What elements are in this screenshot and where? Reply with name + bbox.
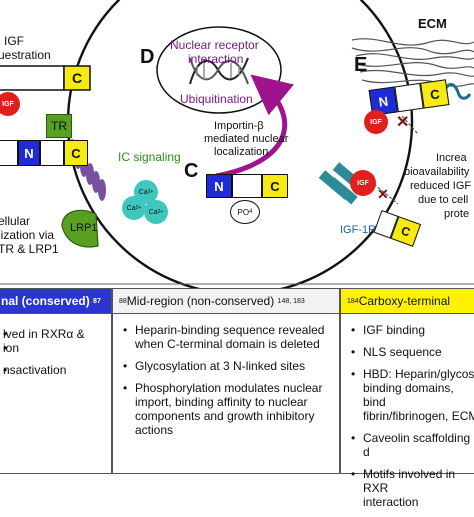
cellular-label-2: lization via <box>0 228 55 242</box>
cross-mark-ecm: ✕ <box>396 114 410 131</box>
panel-n-terminal: nal (conserved) 87 lved in RXRα & ion ns… <box>0 288 112 474</box>
panel-d-label: D <box>140 46 155 68</box>
increa-label-2: bioavailability <box>404 166 470 178</box>
n-letter: N <box>24 145 34 161</box>
ic-signaling-label: IC signaling <box>118 150 181 164</box>
panel-items-mid: Heparin-binding sequence revealed when C… <box>123 323 324 445</box>
panel-mid-region: 88 Mid-region (non-conserved) 148, 183 H… <box>112 288 340 474</box>
c-letter-ecm: C <box>429 85 441 103</box>
ubiquitination-label: Ubiquitination <box>180 92 253 106</box>
cross-mark-receptor: ✕ <box>377 186 389 202</box>
igfbp-sequestration <box>0 65 91 91</box>
c-letter-fragment: C <box>399 223 413 240</box>
panel-item-text: lved in RXRα & <box>3 327 85 341</box>
panel-header-n: nal (conserved) 87 <box>0 289 111 314</box>
ca-sup-2: 2+ <box>135 205 142 211</box>
c-letter-nuclear: C <box>270 178 280 194</box>
panel-number-c: 184 <box>347 297 359 305</box>
panel-item: Caveolin scaffolding d <box>351 431 474 459</box>
lrp1-label: LRP1 <box>70 222 98 234</box>
importin-label-3: localization <box>214 146 269 158</box>
cellular-label-1: ellular <box>0 214 31 228</box>
igf-badge-ecm-text: IGF <box>370 118 382 126</box>
panel-carboxy-terminal: 184 Carboxy-terminal IGF binding NLS seq… <box>340 288 474 509</box>
panel-title-mid: Mid-region (non-conserved) <box>126 294 275 308</box>
panel-item: HBD: Heparin/glycos binding domains, bin… <box>351 367 474 423</box>
n-letter-ecm: N <box>377 93 389 110</box>
panel-refs-mid: 148, 183 <box>277 297 305 305</box>
panel-refs-n: 87 <box>93 297 101 305</box>
igfbp-surface: N C <box>0 140 90 166</box>
panel-item: lved in RXRα & <box>3 327 85 341</box>
panel-number-mid: 88 <box>119 297 127 305</box>
panel-item: Glycosylation at 3 N-linked sites <box>123 359 324 373</box>
panel-c-label: C <box>184 160 199 182</box>
igf1r-label: IGF-1R <box>340 224 377 236</box>
ca-sup-1: 2+ <box>147 189 154 195</box>
panel-title-c: Carboxy-terminal <box>358 294 451 308</box>
igf-badge-receptor: IGF <box>350 170 376 196</box>
igf-badge-receptor-text: IGF <box>357 179 369 187</box>
po4-text: PO <box>237 207 250 217</box>
ca-text-2: Ca <box>126 204 136 212</box>
igf-sequestration-label-1: IGF <box>4 34 24 48</box>
panel-items-c: IGF binding NLS sequence HBD: Heparin/gl… <box>351 323 474 517</box>
igf-badge-text: IGF <box>2 100 14 108</box>
panel-item: Motifs involved in RXR interaction <box>351 467 474 509</box>
n-letter-nuclear: N <box>214 178 224 194</box>
importin-label-1: Importin-β <box>214 120 264 132</box>
panel-title-n: nal (conserved) <box>1 294 90 308</box>
nuclear-receptor-label-2: interaction <box>188 52 244 66</box>
panel-header-mid: 88 Mid-region (non-conserved) 148, 183 <box>113 289 339 314</box>
panel-item: NLS sequence <box>351 345 474 359</box>
cellular-label-3: TR & LRP1 <box>0 242 59 256</box>
panel-e-label: E <box>354 54 368 76</box>
ecm-fibers <box>351 38 474 87</box>
importin-label-2: mediated nuclear <box>204 133 289 145</box>
panel-item: Heparin-binding sequence revealed when C… <box>123 323 324 351</box>
igfbp-nuclear: N C <box>206 174 292 198</box>
tr-label: TR <box>51 119 67 133</box>
increa-label-3: reduced IGF <box>410 180 472 192</box>
diagram-graphics <box>0 0 474 296</box>
panel-item-text: ion <box>3 341 20 355</box>
tr-receptor: TR <box>46 114 72 138</box>
n-domain-block: N <box>18 140 40 166</box>
ca-text-3: Ca <box>148 208 158 216</box>
panel-item-text: nsactivation <box>3 363 67 377</box>
c-letter: C <box>71 145 81 161</box>
lrp1-base <box>61 209 99 248</box>
ca-text-1: Ca <box>138 188 148 196</box>
igf-badge-ecm: IGF <box>364 110 388 134</box>
domain-c-label-topleft: C <box>72 70 83 86</box>
increa-label-1: Increa <box>436 152 467 164</box>
panel-item: Phosphorylation modulates nuclear import… <box>123 381 324 437</box>
ca-sup-3: 2+ <box>157 209 164 215</box>
increa-label-4: due to cell <box>418 194 469 206</box>
panel-item: IGF binding <box>351 323 474 337</box>
dna-helix-icon <box>189 57 249 85</box>
igf-sequestration-label-2: uestration <box>0 48 51 62</box>
panel-items-n: lved in RXRα & ion nsactivation <box>3 327 85 385</box>
po4-sub: 4 <box>249 209 253 215</box>
igf-badge-topleft: IGF <box>0 92 20 116</box>
nuclear-receptor-label-1: Nuclear receptor <box>170 38 259 52</box>
c-domain-block: C <box>64 140 88 166</box>
ecm-label: ECM <box>418 16 447 31</box>
panel-header-c: 184 Carboxy-terminal <box>341 289 474 314</box>
panel-item: nsactivation <box>3 363 85 377</box>
panel-item: ion <box>3 341 85 355</box>
import-arrow <box>215 74 295 179</box>
increa-label-5: prote <box>444 208 470 220</box>
